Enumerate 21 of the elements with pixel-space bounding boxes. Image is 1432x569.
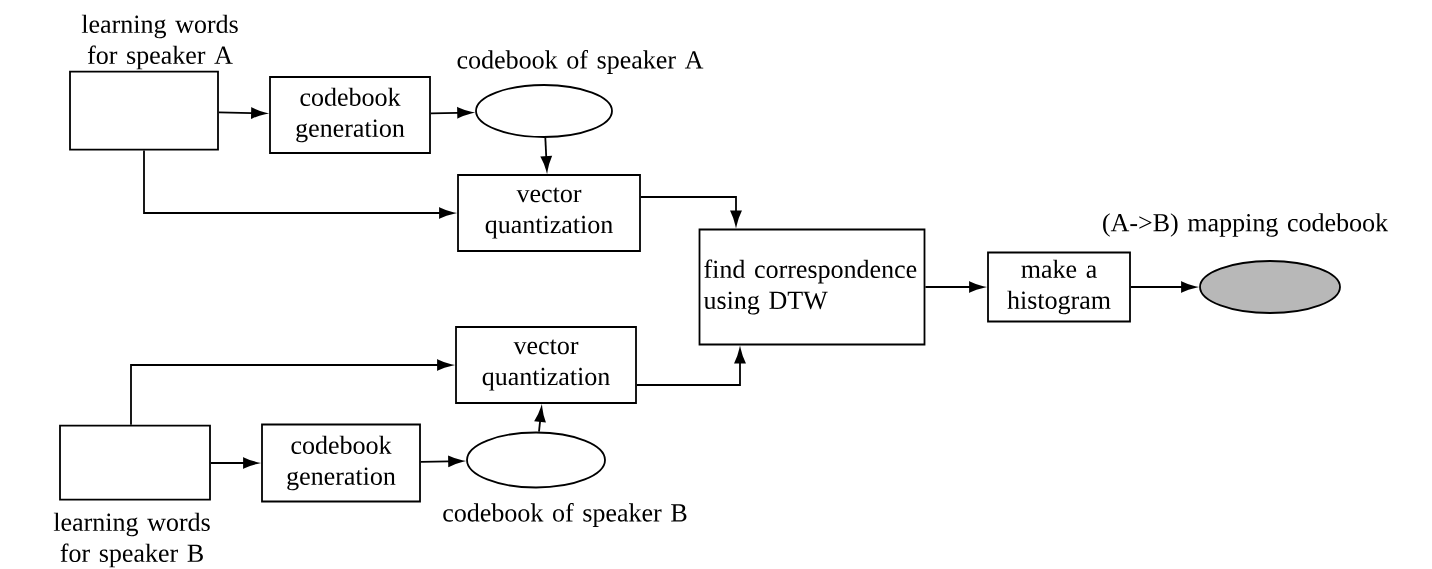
process-box: find correspondence using DTW xyxy=(698,228,926,346)
arrow xyxy=(420,455,463,467)
arrow xyxy=(540,137,552,171)
arrow xyxy=(640,196,742,226)
arrow xyxy=(210,457,258,469)
arrow xyxy=(636,348,746,386)
arrow xyxy=(534,407,546,433)
arrow xyxy=(1130,281,1196,293)
node-label: learning words for speaker B xyxy=(53,512,210,568)
node-label: (A->B) mapping codebook xyxy=(1103,213,1389,237)
process-box: vector quantization xyxy=(455,326,637,404)
arrow xyxy=(143,149,454,219)
node-label: learning words for speaker A xyxy=(81,14,238,70)
process-box: make a histogram xyxy=(987,251,1131,323)
process-box: codebook generation xyxy=(261,423,421,503)
arrow xyxy=(130,359,452,426)
node-label: codebook of speaker B xyxy=(443,503,687,527)
arrow xyxy=(924,281,984,293)
process-box: codebook generation xyxy=(269,76,431,154)
process-box: vector quantization xyxy=(457,174,641,252)
node-label: codebook of speaker A xyxy=(457,50,704,74)
